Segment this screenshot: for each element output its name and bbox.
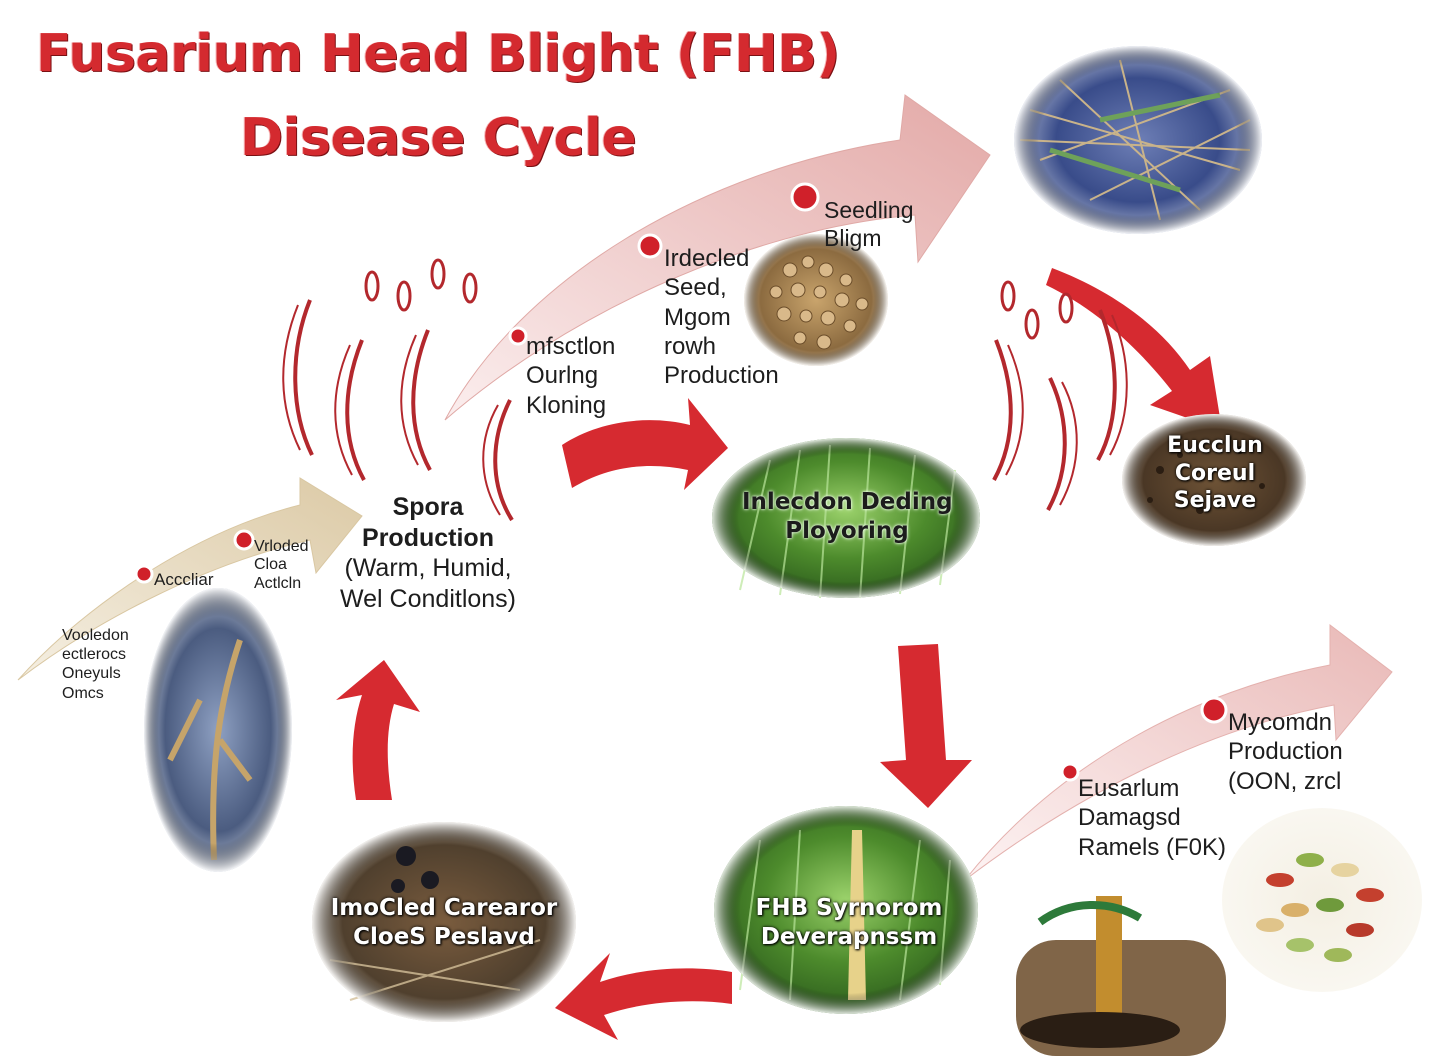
voolodon-line-1: Vooledon bbox=[62, 627, 129, 644]
infected-root-photo bbox=[144, 588, 292, 872]
red-arrow-bottom bbox=[555, 953, 732, 1040]
seedling-line-1: Seedling bbox=[824, 197, 914, 223]
eucclun-label: Eucclun Coreul Sejave bbox=[1150, 432, 1280, 515]
infection-playing-line-2: Ployoring bbox=[785, 517, 909, 544]
voolodon-line-2: ectlerocs bbox=[62, 646, 127, 664]
seedling-blight-label: Seedling Bligm bbox=[824, 196, 914, 252]
soil-residue-photo bbox=[1122, 414, 1306, 546]
eucclun-line-3: Sejave bbox=[1173, 488, 1257, 513]
spora-line-3: (Warm, Humid, bbox=[344, 554, 512, 582]
red-arrow-up bbox=[336, 660, 420, 800]
fhb-symptom-line-2: Deverapnssm bbox=[760, 923, 938, 950]
fhb-symptom-line-1: FHB Syrnorom bbox=[755, 895, 943, 921]
red-arrow-middle bbox=[562, 398, 728, 490]
eusarium-line-3: Ramels (F0K) bbox=[1078, 833, 1227, 861]
infected-seed-label: Irdecled Seed, Mgom rowh Production bbox=[664, 244, 779, 390]
damaged-kernels-photo bbox=[1222, 808, 1422, 992]
title-line-1: Fusarium Head Blight (FHB) bbox=[36, 24, 840, 84]
seed-line-1: Irdecled bbox=[664, 245, 750, 272]
title-line-2: Disease Cycle bbox=[240, 108, 637, 168]
vrloded-line-2: Cloa bbox=[254, 556, 287, 574]
spore-marks-right bbox=[1000, 280, 1074, 340]
eucclun-line-1: Eucclun bbox=[1167, 433, 1263, 458]
eusarium-line-1: Eusarlum bbox=[1078, 775, 1180, 802]
voolodon-label: Vooledon ectlerocs Oneyuls Omcs bbox=[62, 626, 129, 703]
infection-grass-photo bbox=[712, 438, 980, 599]
spore-waves-left bbox=[282, 299, 514, 522]
fhb-symptom-photo bbox=[714, 806, 978, 1014]
voolodon-line-3: Oneyuls bbox=[62, 665, 121, 683]
vrloded-label: Vrloded Cloa Actlcln bbox=[254, 538, 309, 593]
spore-marks-left bbox=[364, 258, 478, 312]
infected-crop-label: ImoCled Carearor CloeS Peslavd bbox=[316, 894, 572, 952]
infected-crop-line-1: ImoCled Carearor bbox=[330, 895, 558, 921]
mycotoxin-line-1: Mycomdn bbox=[1228, 709, 1333, 736]
seed-line-4: rowh bbox=[664, 332, 717, 360]
infection-flowering-label: mfsctlon Ourlng Kloning bbox=[526, 332, 615, 420]
seed-line-3: Mgom bbox=[664, 303, 731, 331]
grain-processing-photo bbox=[1016, 896, 1226, 1056]
infection-line-2: Ourlng bbox=[526, 362, 599, 390]
infection-line-1: mfsctlon bbox=[526, 333, 616, 360]
left-sweep-arrow bbox=[17, 477, 363, 681]
infection-playing-line-1: Inlecdon Deding bbox=[742, 489, 953, 515]
eucclun-line-2: Coreul bbox=[1174, 460, 1256, 486]
eusarium-line-2: Damagsd bbox=[1078, 804, 1181, 832]
seed-line-2: Seed, bbox=[664, 274, 727, 302]
infection-line-3: Kloning bbox=[526, 391, 607, 419]
seedling-line-2: Bligm bbox=[824, 225, 882, 252]
infection-playing-label: Inlecdon Deding Ployoring bbox=[742, 488, 953, 546]
voolodon-line-4: Omcs bbox=[62, 684, 104, 702]
accliar-label: Acccliar bbox=[154, 570, 214, 591]
spora-line-4: Wel Conditlons) bbox=[340, 584, 517, 613]
eusarium-damaged-label: Eusarlum Damagsd Ramels (F0K) bbox=[1078, 774, 1226, 862]
seed-line-5: Production bbox=[664, 362, 779, 390]
vrloded-line-1: Vrloded bbox=[254, 538, 309, 555]
spora-line-2: Production bbox=[362, 523, 494, 552]
crop-residue-photo bbox=[1014, 46, 1262, 234]
top-sweep-arrow bbox=[444, 94, 991, 421]
red-arrow-down bbox=[880, 644, 972, 808]
stage-dots bbox=[134, 182, 1228, 782]
infected-crop-photo bbox=[312, 822, 576, 1022]
infected-crop-line-2: CloeS Peslavd bbox=[353, 923, 535, 950]
accliar-text: Acccliar bbox=[154, 570, 214, 589]
mycotoxin-line-2: Production bbox=[1228, 738, 1343, 766]
mycotoxin-line-3: (OON, zrcl bbox=[1228, 767, 1342, 795]
spora-production-label: Spora Production (Warm, Humid, Wel Condi… bbox=[340, 492, 516, 614]
spora-line-1: Spora bbox=[392, 493, 464, 521]
red-arrow-upper-right bbox=[1046, 268, 1222, 430]
infected-seed-photo bbox=[744, 234, 888, 366]
spore-waves-right bbox=[992, 309, 1128, 511]
fhb-symptom-label: FHB Syrnorom Deverapnssm bbox=[744, 894, 954, 952]
vrloded-line-3: Actlcln bbox=[254, 574, 302, 592]
mycotoxin-label: Mycomdn Production (OON, zrcl bbox=[1228, 708, 1343, 796]
